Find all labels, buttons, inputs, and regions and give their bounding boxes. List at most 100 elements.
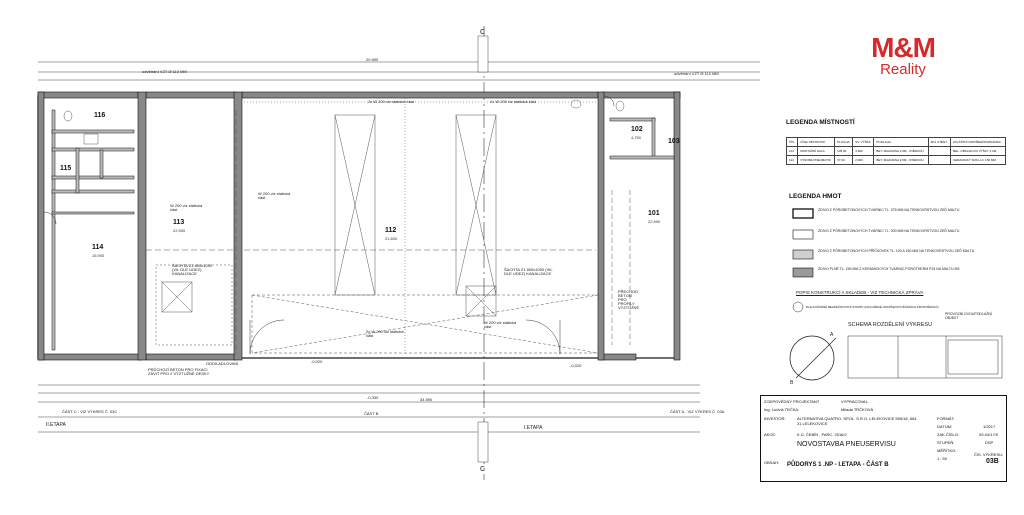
- logo-brand-text: M&M: [871, 32, 936, 63]
- table-cell: [927, 155, 952, 165]
- room-114-label: 114: [92, 244, 104, 251]
- door-note: ODDILADLOVANÍ: [206, 361, 239, 366]
- table-cell: 113: [785, 146, 799, 156]
- legend-col-header: ZDÍ, STĚNY: [927, 137, 952, 147]
- legend-rooms-title: LEGENDA MÍSTNOSTÍ: [786, 119, 855, 126]
- schema-a-label: A: [830, 332, 834, 338]
- tb-stage-label: STUPEŇ:: [937, 440, 955, 445]
- room-102-label: 102: [631, 126, 643, 133]
- room-101-area: 22,900: [648, 219, 661, 224]
- dim-top: 20 890: [366, 57, 379, 62]
- tb-scale: 1 : 50: [937, 456, 948, 461]
- schema-provozni-label: PROVOZNÍ DVOUPODLAŽNÍ OBJEKT: [945, 312, 992, 320]
- part-a-label: ČÁST A - VIZ VÝKRES Č. 03A: [670, 409, 725, 414]
- legend-rooms-header-row: ČÍS. ÚČEL MÍSTNOSTI PLOCHA SV. VÝŠKA POD…: [785, 137, 1006, 147]
- part-b-label: ČÁST B: [364, 411, 379, 416]
- table-cell: BET. MAZANINA 2,5M - STĚRKOU: [873, 146, 929, 156]
- table-cell: BET. MAZANINA 2,5M - STĚRKOU: [873, 155, 929, 165]
- room-102-area: 4,750: [631, 135, 642, 140]
- legend-col-header: ČÍS.: [785, 137, 799, 147]
- room-113-area: 22,500: [173, 228, 186, 233]
- legend-col-header: PLOCHA: [834, 137, 854, 147]
- tb-scale-label: MĚŘÍTKO:: [937, 448, 957, 453]
- beam-note-left: W 200 viz statická část: [170, 203, 203, 212]
- grade-left: -0,020: [311, 359, 323, 364]
- dim-total: 34 890: [420, 397, 433, 402]
- room-112-area: 21,600: [385, 236, 398, 241]
- wall-left-note: PRŮCHOZÍ BETON PRO FIXACI ZÁVIT PRO 2 VÝ…: [148, 367, 210, 376]
- tb-date-label: DATUM:: [937, 424, 953, 429]
- room-101-label: 101: [648, 210, 660, 217]
- etapa-ii-label: II.ETAPA: [46, 422, 66, 428]
- beam-note-bottom-1: 2x W 200 viz statická část: [366, 329, 404, 338]
- table-cell: KERAMICKÝ SOKL H= 150 MM: [950, 155, 1006, 165]
- brand-logo: M&M Reality: [858, 34, 948, 78]
- room-114-area: 15,900: [92, 253, 105, 258]
- tb-parcel: K.Ú. ČEBÍN , PARC. 2516/2: [797, 432, 847, 437]
- konstrukce-title: POPIS KONSTRUKCÍ A SKLADEB - VIZ TECHNIC…: [796, 290, 924, 295]
- table-row: 114 VÝROBA PNEUMATIK 37,00 2,960 BET. MA…: [785, 155, 1006, 165]
- tb-drawing-no-label: ČÍS. VÝKRESU:: [974, 452, 1004, 457]
- table-cell: [927, 146, 952, 156]
- tb-responsible-label: ZODPOVĚDNÝ PROJEKTANT: [764, 399, 820, 404]
- grade-bottom: -0,330: [367, 395, 379, 400]
- tb-content: PŮDORYS 1 .NP - I.ETAPA - ČÁST B: [787, 462, 889, 468]
- legend-material-item: ZDIVO Z PÓROBETONOVÝCH TVÁRNIC TL. 375 M…: [818, 208, 960, 212]
- legend-material-item: ZDIVO Z PÓROBETONOVÝCH TVÁRNIC TL. 200 M…: [818, 229, 960, 233]
- konstrukce-note: DLE POŽÁRNĚ BEZPEČNOSTNÍ STAVBY (DOLOŽEN…: [806, 305, 939, 309]
- tb-format-label: FORMÁT:: [937, 416, 955, 421]
- vzt-right-note: odvětrání VZT Ø 110 MM: [674, 71, 719, 76]
- legend-rooms-table: ČÍS. ÚČEL MÍSTNOSTI PLOCHA SV. VÝŠKA POD…: [785, 137, 1006, 165]
- tb-content-label: OBSAH:: [764, 460, 780, 465]
- section-c-top: C: [480, 29, 486, 36]
- tb-akce-label: AKCE:: [764, 432, 777, 437]
- legend-material-item: ZDIVO Z PÓROBETONOVÝCH PŘÍČKOVEK TL. 100…: [818, 249, 975, 253]
- room-115-label: 115: [60, 165, 72, 172]
- beam-note-2: 2x W 200 viz statická část: [490, 99, 537, 104]
- legend-material-item: ZDIVO PLNÉ TL. 290 MM Z KERAMICKÝCH TVÁR…: [818, 267, 960, 271]
- tb-investor: ALTERNATIVA QUATRO, SPOL. S.R.O. LELEKOV…: [797, 416, 917, 426]
- shaft-note-left: ŠACHTA Z1 800x1000 (VIL DLE UDEZ) KANALI…: [172, 263, 213, 276]
- room-116-label: 116: [94, 112, 106, 119]
- room-113-label: 113: [173, 219, 185, 226]
- table-row: 113 MONTÁŽNÍ HALA 135,00 3,960 BET. MAZA…: [785, 146, 1006, 156]
- tb-date: 1/2017: [983, 424, 996, 429]
- grade-mid: -0,020: [570, 363, 582, 368]
- tb-prepared-label: VYPRACOVAL: [841, 399, 868, 404]
- beam-note-1: 2x W 200 viz statická část: [368, 99, 415, 104]
- shaft-note-right: ŠACHTA Z1 800x1000 (VIL DLE UDEZ) KANALI…: [504, 267, 553, 276]
- etapa-i-label: I.ETAPA: [524, 425, 543, 431]
- schema-b-label: B: [790, 380, 794, 386]
- vzt-left-note: odvětrání VZT Ø 110 MM: [142, 69, 187, 74]
- legend-col-header: PODLAHA: [873, 137, 929, 147]
- section-c-bottom: C: [480, 466, 486, 473]
- tb-engineer-name: Ing. Ludvík TRČKA: [764, 407, 799, 412]
- table-cell: VÝROBA PNEUMATIK: [797, 155, 836, 165]
- schema-title: SCHEMA ROZDĚLENÍ VÝKRESU: [848, 322, 933, 328]
- tb-prepared-name: Milada TRČKOVÁ: [841, 407, 874, 412]
- tb-order: 09-04/17/0: [979, 432, 999, 437]
- beam-note-bottom-2: W 200 viz statická část: [484, 320, 517, 329]
- room-112-label: 112: [385, 227, 397, 234]
- table-cell: 135,00: [834, 146, 854, 156]
- logo-sub-text: Reality: [880, 61, 926, 78]
- title-block: ZODPOVĚDNÝ PROJEKTANT VYPRACOVAL Ing. Lu…: [760, 395, 1007, 482]
- tb-order-label: ZAK.ČÍSLO:: [937, 432, 960, 437]
- table-cell: 3,960: [852, 146, 875, 156]
- beam-note-mid: W 200 viz statická část: [258, 191, 291, 200]
- tb-drawing-no: 03B: [986, 458, 999, 465]
- tb-investor-label: INVESTOR:: [764, 416, 786, 421]
- wall-right-note: PŘECHOD BETON PRO PROFILY VÝZTUŽNÉ: [618, 289, 640, 310]
- legend-col-header: SV. VÝŠKA: [852, 137, 875, 147]
- table-cell: 114: [785, 155, 799, 165]
- legend-materials-title: LEGENDA HMOT: [789, 193, 842, 200]
- room-103-label: 103: [668, 138, 680, 145]
- legend-col-header: ZVLÁŠTNÍ OPATŘENÍ/POZNÁMKA: [950, 137, 1006, 147]
- table-cell: BEL. OBKLAD DO VÝŠKY 1,2M: [950, 146, 1006, 156]
- tb-stage: DSP: [985, 440, 994, 445]
- part-c-label: ČÁST C - VIZ VÝKRES Č. 03C: [62, 409, 118, 414]
- table-cell: MONTÁŽNÍ HALA: [797, 146, 836, 156]
- legend-col-header: ÚČEL MÍSTNOSTI: [797, 137, 836, 147]
- tb-project: NOVOSTAVBA PNEUSERVISU: [797, 441, 896, 448]
